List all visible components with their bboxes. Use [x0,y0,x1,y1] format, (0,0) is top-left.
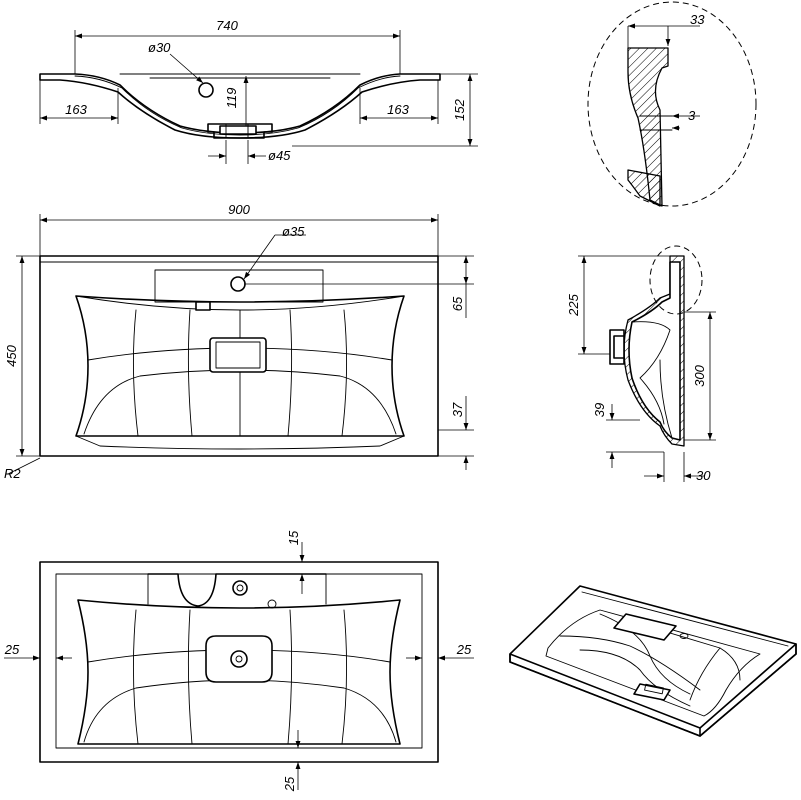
back-margin-label: 15 [286,530,301,545]
wall-thickness-label: 3 [688,108,696,123]
tap-hole [198,82,214,98]
isometric-view [509,585,797,737]
side-flat-left-label: 163 [65,102,87,117]
basin-depth-label: 119 [224,88,239,109]
overall-width-label: 740 [216,18,238,33]
side-flat-right-label: 163 [387,102,409,117]
rim-detail-view: 33 3 [587,1,757,207]
top-width-label: 900 [228,202,250,217]
iso-overflow-block [613,613,677,641]
left-margin-label: 25 [4,642,20,657]
bottom-step-label: 39 [592,403,607,417]
detail-callout-circle [649,245,703,315]
detail-boundary [587,1,757,207]
tap-offset-label: 65 [450,296,465,311]
top-depth-label: 450 [4,344,19,366]
top-plan-view: 900 450 ø35 65 37 R2 [4,202,474,481]
rim-width-label: 33 [690,12,705,27]
underside-plan-view: 15 25 25 25 [4,530,474,792]
drain-diameter-label: ø45 [268,148,291,163]
back-height-label: 225 [566,293,581,316]
front-offset-label: 37 [450,402,465,417]
side-section-view: 225 300 39 30 [566,245,716,483]
tap-hole-label: ø30 [148,40,171,55]
top-tap-hole-label: ø35 [282,224,305,239]
bowl-depth-label: 300 [692,364,707,386]
total-height-label: 152 [452,98,467,120]
front-lip-label: 30 [696,468,711,483]
drain-overflow [209,337,267,373]
front-margin-label: 25 [282,776,297,792]
front-elevation-view: 740 ø30 119 163 163 152 ø45 [39,18,478,164]
corner-radius-label: R2 [4,466,21,481]
right-margin-label: 25 [456,642,472,657]
